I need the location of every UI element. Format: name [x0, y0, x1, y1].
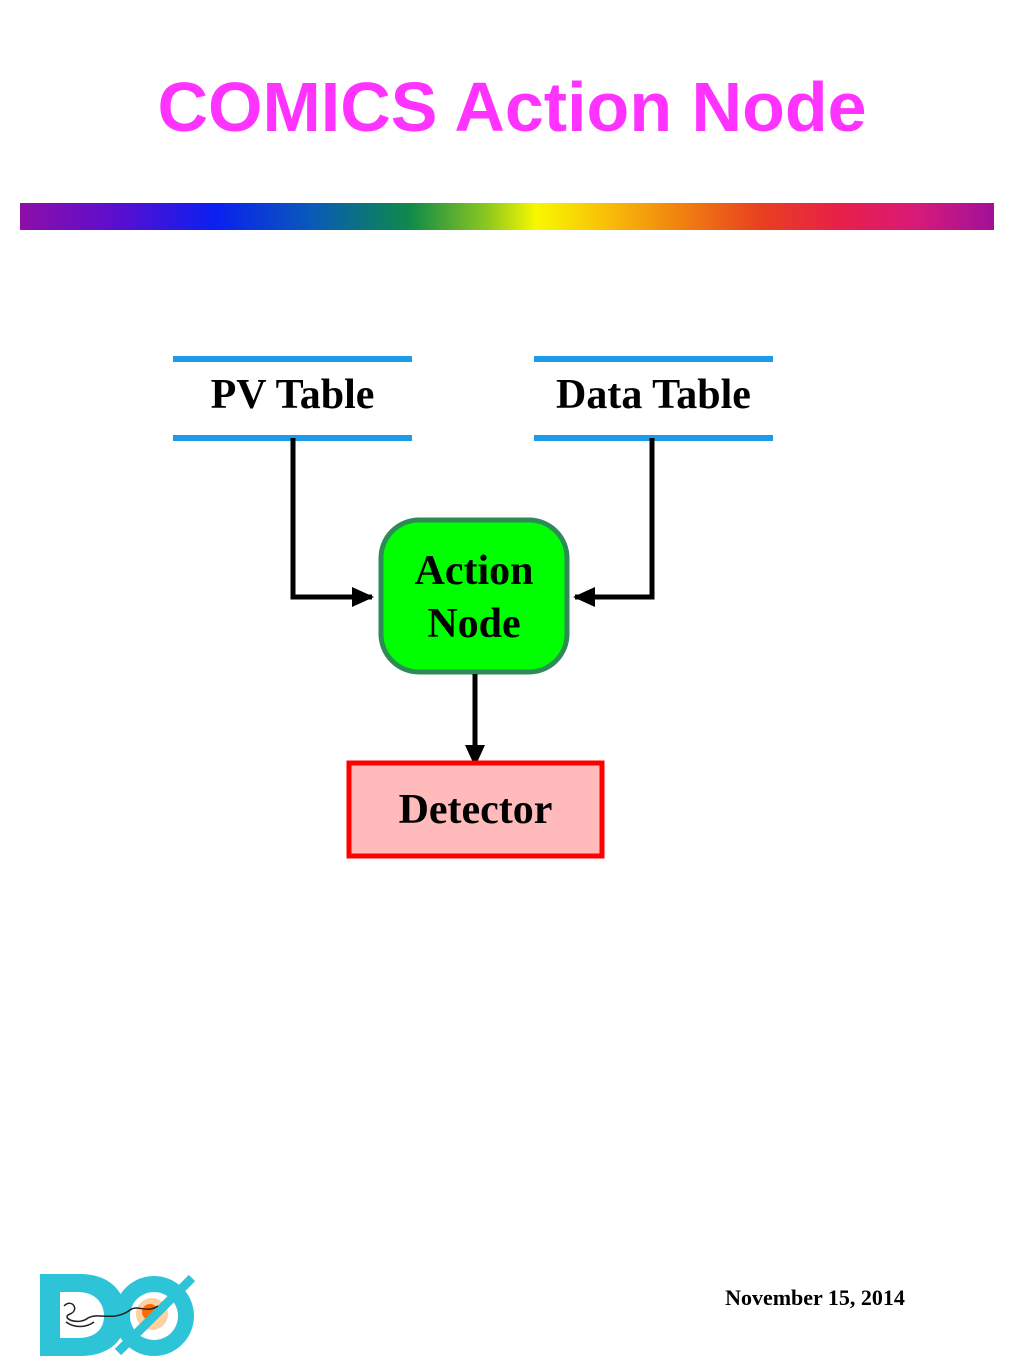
- action-node-label-line2: Node: [427, 601, 521, 647]
- action-node-box: [378, 517, 570, 675]
- footer-date: November 15, 2014: [725, 1285, 905, 1310]
- page-title: COMICS Action Node: [157, 68, 867, 146]
- pv-table-label: PV Table: [210, 372, 375, 418]
- data-table-label: Data Table: [556, 372, 751, 418]
- arrow-data-to-action: [573, 438, 655, 607]
- detector-box: [346, 760, 605, 859]
- action-node-label-line1: Action: [414, 548, 534, 594]
- arrow-pv-to-action: [290, 438, 374, 607]
- detector-label: Detector: [398, 787, 553, 833]
- rainbow-divider: [20, 203, 994, 230]
- d0-logo-icon: [34, 1266, 204, 1360]
